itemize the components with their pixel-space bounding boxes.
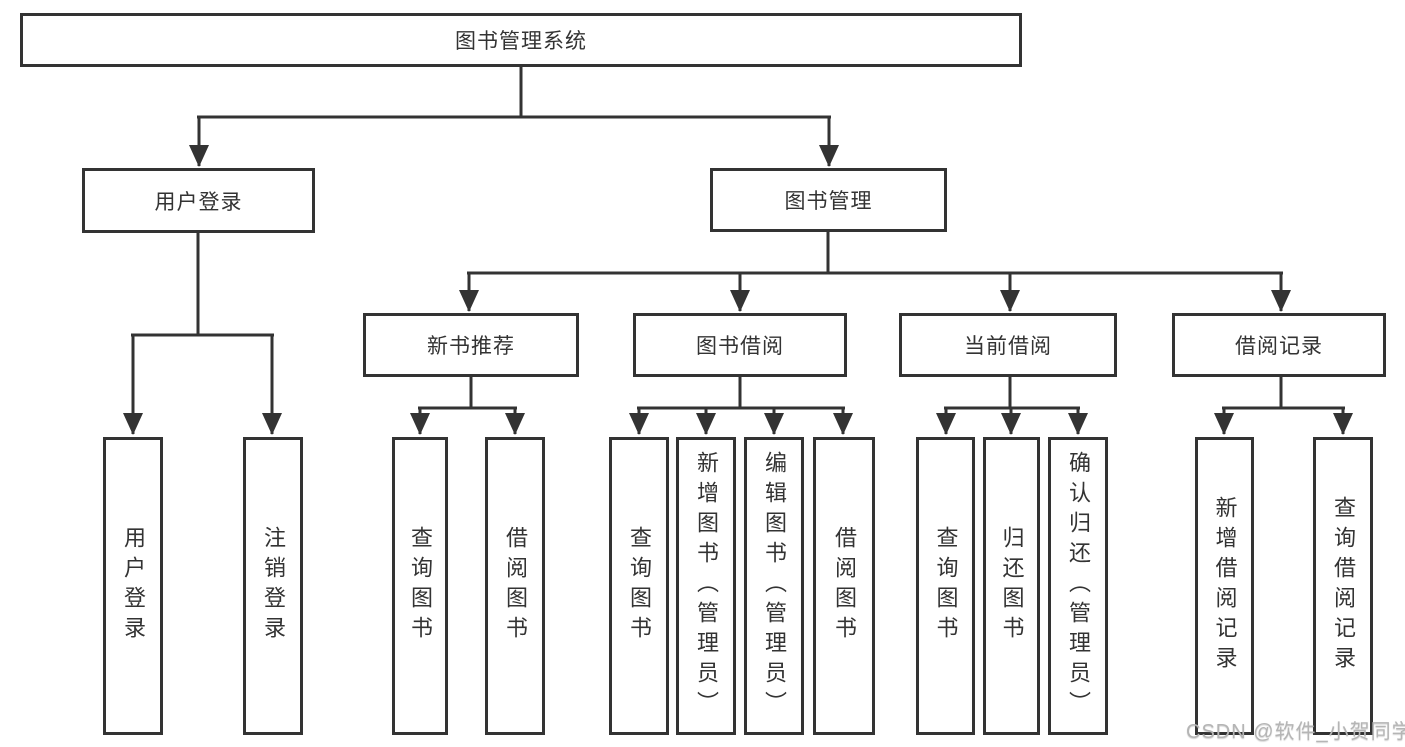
csdn-watermark: CSDN @软件_小贺同学 bbox=[1186, 721, 1405, 743]
node-book-borrow: 图书借阅 bbox=[633, 313, 847, 377]
node-leaf-query-books-3: 查询图书 bbox=[916, 437, 975, 735]
node-leaf-return-book: 归还图书 bbox=[983, 437, 1040, 735]
node-root-library-management-system: 图书管理系统 bbox=[20, 13, 1022, 67]
connector-current-borrow bbox=[936, 377, 1088, 435]
node-new-book-recommend: 新书推荐 bbox=[363, 313, 579, 377]
node-leaf-add-borrow-record: 新增借阅记录 bbox=[1195, 437, 1254, 735]
node-user-login: 用户登录 bbox=[82, 168, 315, 233]
connector-new-book-recommend bbox=[410, 377, 525, 435]
node-leaf-add-book-admin: 新增图书（管理员） bbox=[676, 437, 736, 735]
node-leaf-logout: 注销登录 bbox=[243, 437, 303, 735]
node-current-borrow: 当前借阅 bbox=[899, 313, 1117, 377]
node-leaf-user-login: 用户登录 bbox=[103, 437, 163, 735]
node-book-management: 图书管理 bbox=[710, 168, 947, 232]
connector-book-management bbox=[459, 232, 1291, 312]
connector-user-login bbox=[123, 233, 282, 435]
node-borrow-records: 借阅记录 bbox=[1172, 313, 1386, 377]
connector-root bbox=[189, 67, 839, 167]
node-leaf-borrow-book-1: 借阅图书 bbox=[485, 437, 545, 735]
node-leaf-query-books-2: 查询图书 bbox=[609, 437, 669, 735]
node-leaf-confirm-return-admin: 确认归还（管理员） bbox=[1048, 437, 1108, 735]
node-leaf-query-books-1: 查询图书 bbox=[392, 437, 448, 735]
node-leaf-query-borrow-record: 查询借阅记录 bbox=[1313, 437, 1373, 735]
connector-book-borrow bbox=[629, 377, 853, 435]
connector-borrow-records bbox=[1214, 377, 1353, 435]
node-leaf-edit-book-admin: 编辑图书（管理员） bbox=[744, 437, 804, 735]
node-leaf-borrow-book-2: 借阅图书 bbox=[813, 437, 875, 735]
